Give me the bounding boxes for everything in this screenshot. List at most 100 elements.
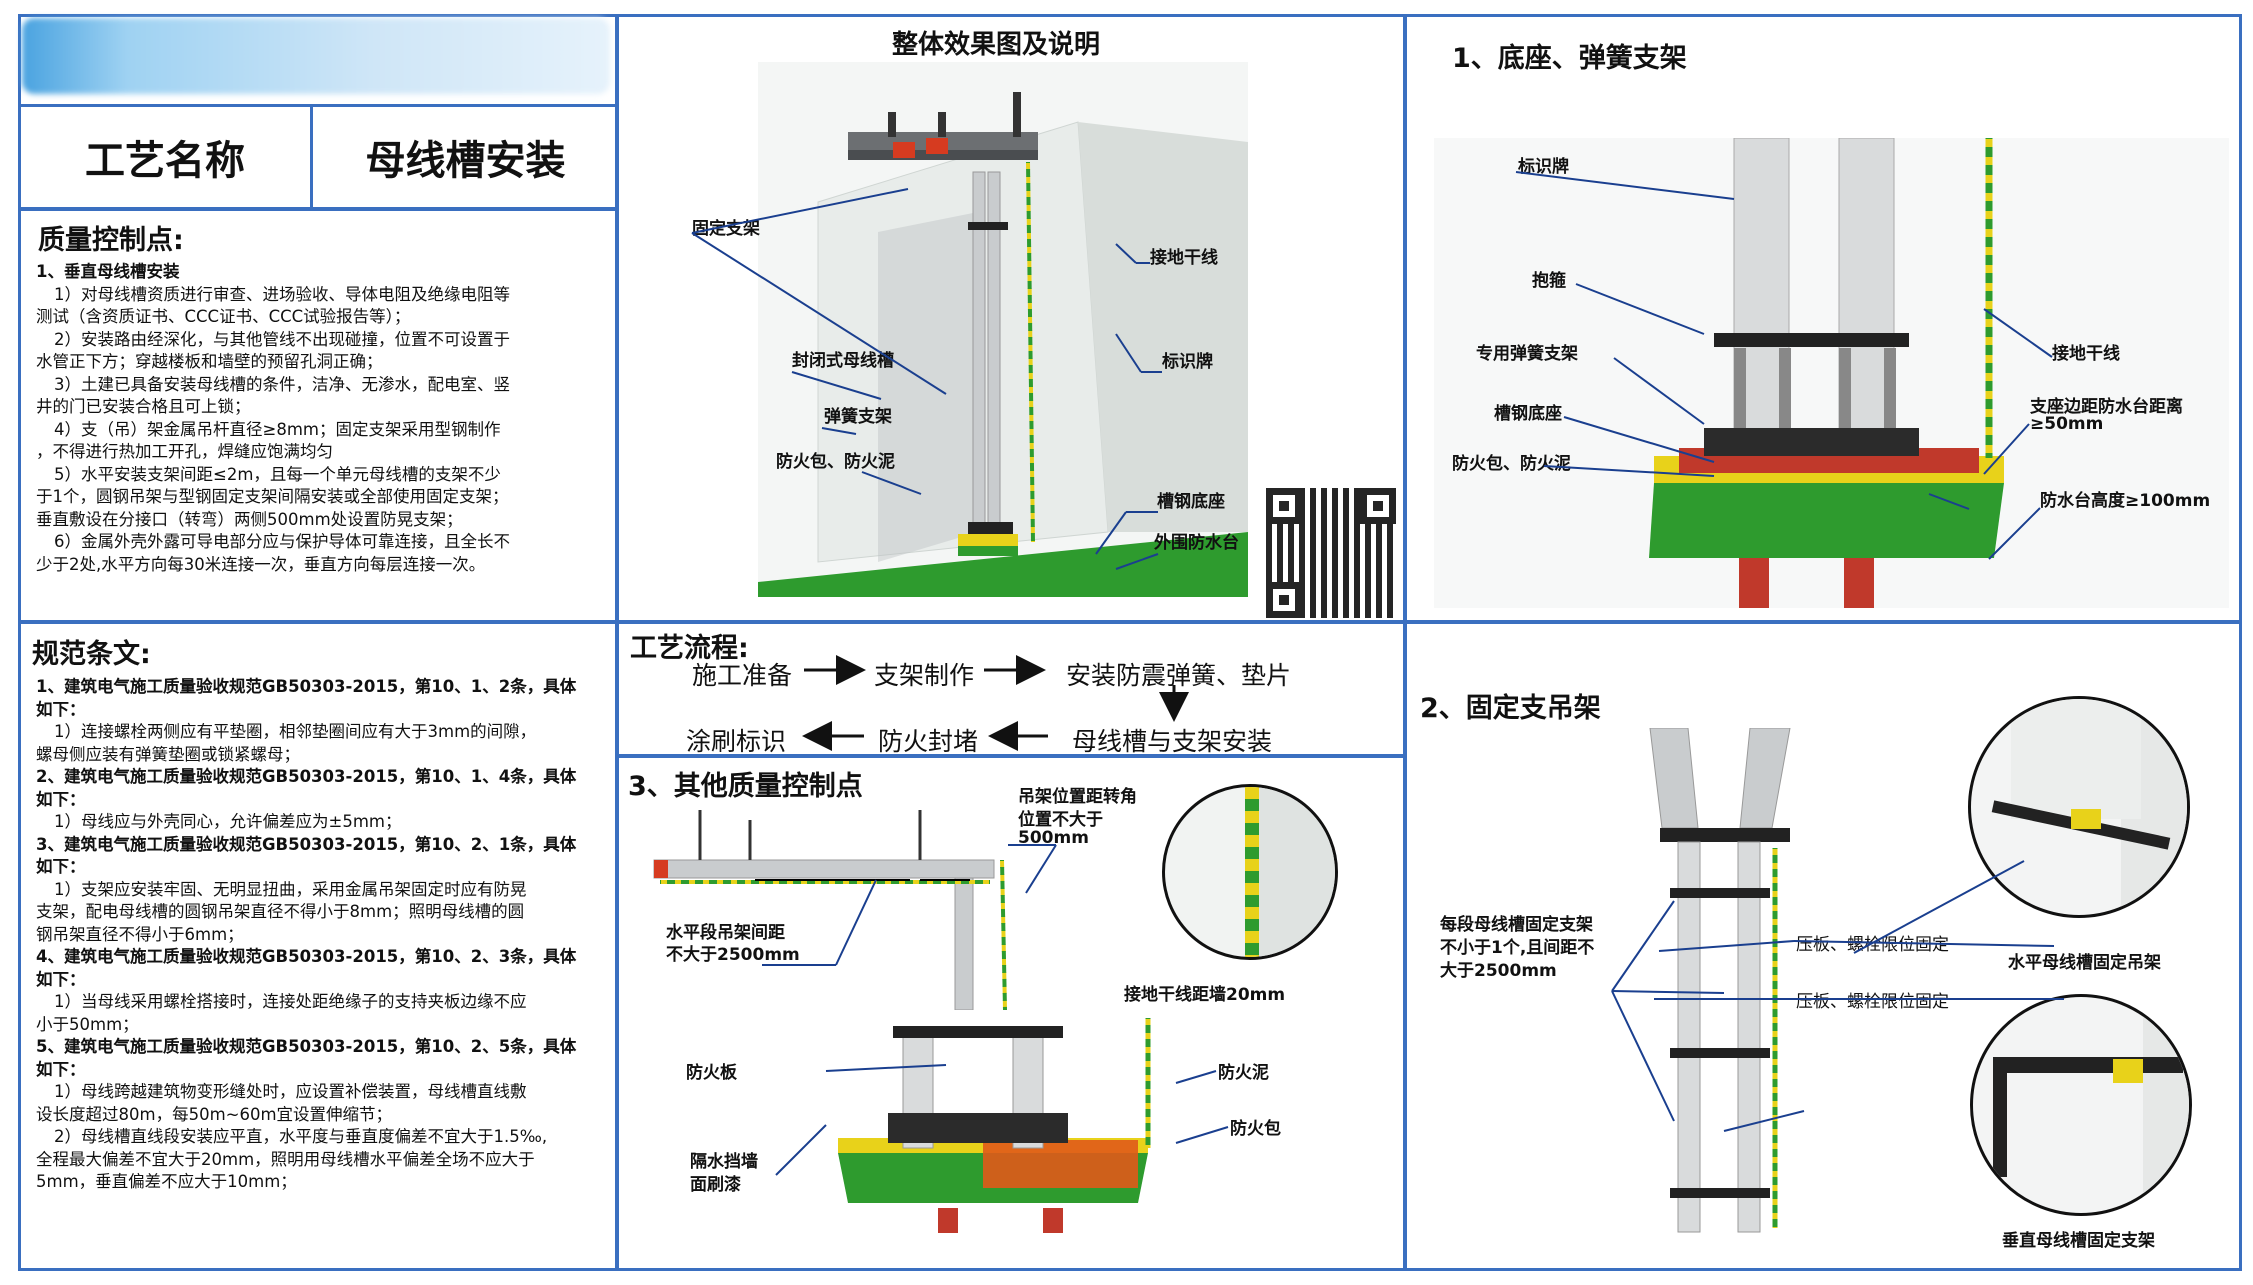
- norms-line: 1）支架应安装牢固、无明显扭曲，采用金属吊架固定时应有防晃: [54, 879, 527, 899]
- quality-body: 1、垂直母线槽安装 1）对母线槽资质进行审查、进场验收、导体电阻及绝缘电阻等 测…: [36, 261, 606, 576]
- norms-line: 2）母线槽直线段安装应平直，水平度与垂直度偏差不宜大于1.5‰,: [54, 1127, 548, 1146]
- quality-line: 井的门已安装合格且可上锁；: [36, 397, 251, 416]
- overview-label-waterproof: 外围防水台: [1154, 533, 1239, 553]
- process-step-3: 安装防震弹簧、垫片: [1066, 661, 1292, 690]
- quality-title: 质量控制点:: [38, 225, 184, 256]
- norms-line: 小于50mm；: [36, 1014, 139, 1034]
- other-label-ground-wall: 接地干线距墙20mm: [1124, 985, 1286, 1005]
- fixed-label-clamp-top: 压板、螺栓限位固定: [1796, 935, 1949, 955]
- other-label-spacing-2: 不大于2500mm: [666, 945, 800, 965]
- blurred-logo: [22, 18, 610, 94]
- norms-line: 1、建筑电气施工质量验收规范GB50303-2015，第10、1、2条，具体: [36, 677, 577, 696]
- header-mid-divider: [310, 104, 313, 210]
- fixed-title: 2、固定支吊架: [1420, 693, 1601, 724]
- norms-line: 如下：: [36, 857, 86, 876]
- fixed-label-clamp-bottom: 压板、螺栓限位固定: [1796, 992, 1949, 1012]
- norms-line: 支架，配电母线槽的圆钢吊架直径不得小于8mm；照明母线槽的圆: [36, 902, 525, 921]
- overview-label-fire: 防火包、防火泥: [776, 452, 895, 472]
- overview-label-busway: 封闭式母线槽: [792, 351, 894, 371]
- base-label-height: 防水台高度≥100mm: [2040, 491, 2211, 511]
- process-step-6: 涂刷标识: [686, 727, 787, 756]
- base-title: 1、底座、弹簧支架: [1452, 43, 1687, 74]
- base-label-edge-distance: 支座边距防水台距离: [2030, 397, 2183, 417]
- other-leader-lines: [762, 844, 1229, 1176]
- norms-line: 5mm，垂直偏差不应大于10mm；: [36, 1172, 297, 1191]
- norms-line: 如下：: [36, 969, 86, 989]
- process-title: 工艺流程:: [630, 633, 749, 664]
- norms-line: 设长度超过80m，每50m~60m宜设置伸缩节；: [36, 1104, 393, 1124]
- quality-line: 1）对母线槽资质进行审查、进场验收、导体电阻及绝缘电阻等: [54, 284, 510, 304]
- base-label-edge-value: ≥50mm: [2030, 414, 2104, 434]
- overview-label-ground: 接地干线: [1150, 248, 1218, 268]
- norms-line: 全程最大偏差不宜大于20mm，照明用母线槽水平偏差全场不应大于: [36, 1149, 535, 1169]
- qr-finder-tr: [1360, 488, 1396, 524]
- overview-title: 整体效果图及说明: [891, 30, 1100, 60]
- norms-line: 1）母线跨越建筑物变形缝处时，应设置补偿装置，母线槽直线敷: [54, 1082, 527, 1101]
- qr-finder-bl: [1266, 582, 1302, 618]
- craft-value: 母线槽安装: [365, 138, 566, 184]
- other-label-spacing-1: 水平段吊架间距: [666, 923, 785, 943]
- norms-line: 2、建筑电气施工质量验收规范GB50303-2015，第10、1、4条，具体: [36, 767, 577, 786]
- base-label-channel: 槽钢底座: [1494, 404, 1562, 424]
- base-label-hoop: 抱箍: [1532, 271, 1566, 291]
- quality-line: 1、垂直母线槽安装: [36, 262, 180, 281]
- norms-line: 3、建筑电气施工质量验收规范GB50303-2015，第10、2、1条，具体: [36, 834, 577, 854]
- quality-line: 3）土建已具备安装母线槽的条件，洁净、无渗水，配电室、竖: [54, 374, 510, 394]
- norms-line: 1）母线应与外壳同心，允许偏差应为±5mm；: [54, 812, 402, 831]
- quality-line: 测试（含资质证书、CCC证书、CCC试验报告等）；: [36, 307, 411, 326]
- quality-line: 水管正下方；穿越楼板和墙壁的预留孔洞正确；: [36, 352, 383, 371]
- fixed-label-vertical: 垂直母线槽固定支架: [2002, 1231, 2155, 1251]
- norms-line: 4、建筑电气施工质量验收规范GB50303-2015，第10、2、3条，具体: [36, 947, 577, 966]
- norms-line: 1）连接螺栓两侧应有平垫圈，相邻垫圈间应有大于3mm的间隙，: [54, 722, 537, 741]
- other-label-wall-2: 面刷漆: [690, 1175, 741, 1195]
- base-leader-lines: [1515, 171, 2053, 560]
- other-label-fire-mud: 防火泥: [1218, 1063, 1269, 1083]
- header-divider: [18, 104, 618, 107]
- process-step-5: 防火封堵: [878, 727, 979, 756]
- quality-line: 垂直敷设在分接口（转弯）两侧500mm处设置防晃支架；: [36, 509, 463, 529]
- quality-line: 2）安装路由经深化，与其他管线不出现碰撞，位置不可设置于: [54, 329, 510, 349]
- norms-line: 5、建筑电气施工质量验收规范GB50303-2015，第10、2、5条，具体: [36, 1037, 577, 1056]
- other-illustration-bottom: [838, 1018, 1151, 1233]
- process-arrows: [802, 655, 1189, 751]
- quality-line: 5）水平安装支架间距≤2m，且每一个单元母线槽的支架不少: [54, 464, 501, 484]
- fixed-panel: [1404, 621, 2242, 1271]
- other-label-corner-1: 吊架位置距转角: [1018, 787, 1137, 807]
- fixed-detail-circle-top: [1968, 696, 2190, 918]
- overview-label-spring: 弹簧支架: [824, 407, 892, 427]
- overview-label-fixed-bracket: 固定支架: [692, 219, 760, 239]
- qr-finder-tl: [1266, 488, 1302, 524]
- quality-line: 6）金属外壳外露可导电部分应与保护导体可靠连接，且全长不: [54, 532, 510, 551]
- base-label-sign: 标识牌: [1518, 157, 1569, 177]
- fixed-detail-circle-bottom: [1970, 994, 2192, 1216]
- process-step-2: 支架制作: [874, 661, 975, 690]
- other-label-fire-board: 防火板: [686, 1063, 737, 1083]
- craft-label: 工艺名称: [85, 138, 245, 184]
- fixed-label-per-section-1: 每段母线槽固定支架: [1440, 915, 1593, 935]
- norms-line: 如下：: [36, 1059, 86, 1079]
- other-label-fire-bag: 防火包: [1230, 1119, 1281, 1139]
- overview-illustration: [758, 62, 1248, 597]
- quality-line: 4）支（吊）架金属吊杆直径≥8mm；固定支架采用型钢制作: [54, 419, 501, 439]
- process-step-1: 施工准备: [692, 661, 793, 690]
- norms-line: 螺母侧应装有弹簧垫圈或锁紧螺母；: [36, 744, 300, 764]
- qr-code: [1266, 488, 1396, 618]
- other-label-corner-3: 500mm: [1018, 828, 1089, 848]
- fixed-illustration: [1649, 728, 1791, 1233]
- other-label-corner-2: 位置不大于: [1018, 810, 1103, 830]
- overview-leader-lines: [691, 188, 1162, 570]
- norms-body: 1、建筑电气施工质量验收规范GB50303-2015，第10、1、2条，具体 如…: [36, 676, 611, 1194]
- fixed-leader-lines: [1611, 860, 2064, 1132]
- quality-line: 少于2处,水平方向每30米连接一次，垂直方向每层连接一次。: [36, 554, 486, 574]
- norms-line: 钢吊架直径不得小于6mm；: [36, 924, 244, 944]
- other-label-wall-1: 隔水挡墙: [690, 1152, 758, 1172]
- other-illustration-top: [653, 810, 1007, 1010]
- base-illustration: [1434, 138, 2229, 608]
- overview-label-channel: 槽钢底座: [1157, 492, 1225, 512]
- overview-label-sign: 标识牌: [1162, 352, 1213, 372]
- norms-line: 如下：: [36, 789, 86, 809]
- fixed-label-per-section-2: 不小于1个,且间距不: [1440, 938, 1595, 958]
- process-step-4: 母线槽与支架安装: [1072, 727, 1273, 756]
- other-title: 3、其他质量控制点: [628, 771, 863, 802]
- norms-line: 如下：: [36, 699, 86, 719]
